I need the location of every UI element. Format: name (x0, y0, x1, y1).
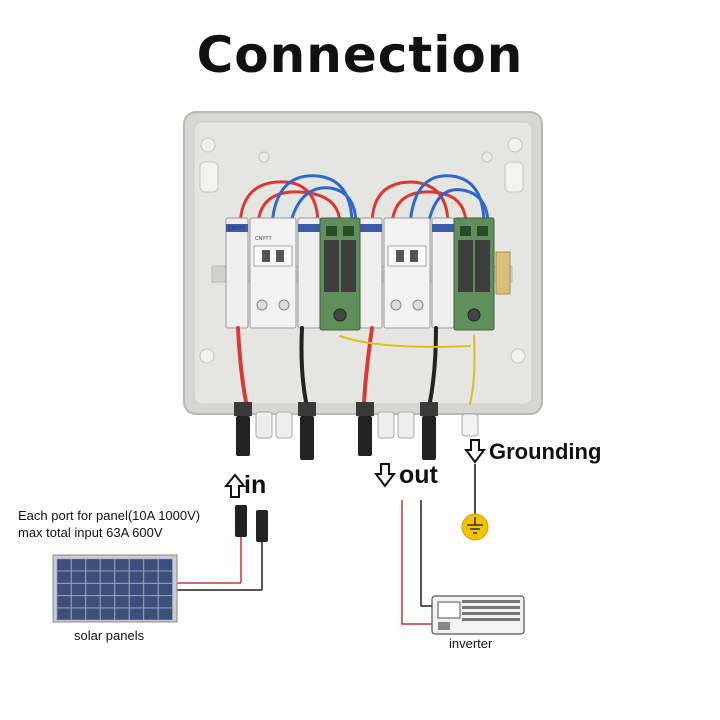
solar-cell (158, 558, 173, 571)
breaker-group-left: CNYTT CNYTT (225, 217, 321, 329)
solar-cell (129, 607, 144, 621)
inverter (431, 595, 525, 635)
solar-cell (114, 571, 130, 584)
solar-cell (100, 571, 115, 584)
inverter-caption: inverter (449, 636, 493, 651)
top-wiring (238, 174, 490, 226)
solar-cell (71, 558, 86, 571)
out-label: out (399, 461, 438, 489)
grounding-arrow-icon (464, 439, 486, 464)
solar-cell (85, 607, 101, 621)
solar-cell (56, 607, 72, 621)
solar-cell (114, 583, 130, 596)
surge-protector-right (453, 217, 511, 331)
in-label: in (244, 471, 267, 499)
solar-cell (143, 607, 159, 621)
solar-panels-caption: solar panels (74, 628, 145, 643)
solar-cell (129, 583, 144, 596)
svg-text:CNYTT: CNYTT (228, 226, 245, 232)
breaker-group-right (359, 217, 455, 329)
cable-glands (234, 402, 479, 460)
solar-cell (143, 583, 159, 596)
solar-cell (143, 558, 159, 571)
solar-cell (158, 583, 173, 596)
solar-cell (143, 595, 159, 608)
solar-cell (71, 595, 86, 608)
max-input-note: max total input 63A 600V (18, 525, 163, 540)
solar-cell (85, 583, 101, 596)
solar-cell (100, 558, 115, 571)
bottom-wiring (236, 326, 476, 405)
grounding-label: Grounding (489, 439, 602, 464)
solar-cell (143, 571, 159, 584)
solar-cell (71, 583, 86, 596)
solar-cell (85, 558, 101, 571)
solar-cell (129, 595, 144, 608)
output-wires (401, 500, 432, 625)
solar-cell (158, 607, 173, 621)
solar-cell (100, 607, 115, 621)
solar-cell (158, 595, 173, 608)
solar-cell (114, 558, 130, 571)
solar-cell (71, 607, 86, 621)
solar-cell (85, 571, 101, 584)
down-arrow-icon (374, 463, 396, 488)
solar-cell (85, 595, 101, 608)
solar-panel (52, 554, 178, 623)
solar-cell (129, 571, 144, 584)
solar-cell (158, 571, 173, 584)
solar-cell (56, 558, 72, 571)
mc4-connector (177, 505, 268, 591)
surge-protector-left (319, 217, 361, 331)
svg-text:CNYTT: CNYTT (255, 236, 272, 242)
page-title: Connection (196, 26, 524, 84)
port-spec-note: Each port for panel(10A 1000V) (18, 508, 201, 523)
solar-cell (114, 595, 130, 608)
solar-cell (56, 595, 72, 608)
solar-cell (71, 571, 86, 584)
solar-cell (100, 595, 115, 608)
solar-cell (114, 607, 130, 621)
solar-cell (100, 583, 115, 596)
solar-cell (129, 558, 144, 571)
solar-cell (56, 583, 72, 596)
solar-cell (56, 571, 72, 584)
up-arrow-icon (223, 473, 247, 498)
ground-symbol-icon (461, 513, 489, 541)
